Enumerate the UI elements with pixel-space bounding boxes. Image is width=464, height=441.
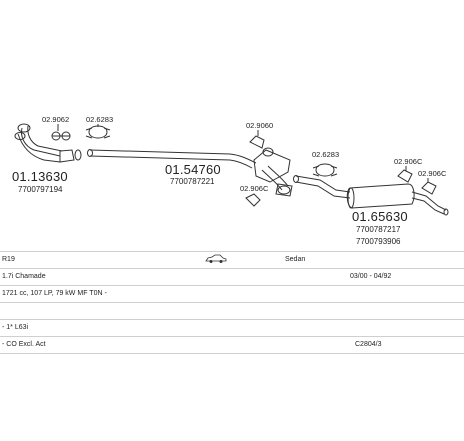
- cell-variant: 1.7i Chamade: [2, 273, 46, 280]
- accessory-label: 02.6283: [86, 115, 114, 124]
- table-row: [0, 303, 464, 320]
- cell-model: R19: [2, 256, 15, 263]
- cell-dates: 03/00 - 04/92: [350, 273, 392, 280]
- vehicle-info-table: R19 Sedan 1.7i Chamade 03/00 - 04/92 172…: [0, 251, 464, 354]
- oe-number: 7700793906: [356, 237, 401, 246]
- part-number: 01.65630: [352, 209, 408, 224]
- accessory-label: 02.906C: [240, 184, 269, 193]
- accessory-label: 02.906C: [394, 157, 423, 166]
- middle-silencer-drawing: [253, 147, 293, 197]
- rubber-02-9060-drawing: [249, 130, 265, 149]
- rubber-02-906c-a-drawing: [245, 193, 261, 207]
- table-row: R19 Sedan: [0, 251, 464, 269]
- rubber-02-906c-c-drawing: [421, 178, 437, 195]
- clamp-02-9062-drawing: [51, 124, 71, 141]
- clamp-02-6283-a-drawing: [85, 124, 111, 139]
- exhaust-drawing: [14, 123, 449, 216]
- exhaust-diagram: 02.9062 02.6283 01.13630 7700797194 02.9…: [12, 115, 449, 246]
- cell-code: C2804/3: [355, 341, 382, 348]
- front-pipe-drawing: [14, 123, 82, 163]
- cell-engine: 1721 cc, 107 LP, 79 kW MF T0N -: [2, 290, 107, 297]
- part-number: 01.54760: [165, 162, 221, 177]
- oe-number: 7700797194: [18, 185, 63, 194]
- table-row: - CO Excl. Act C2804/3: [0, 337, 464, 354]
- accessory-label: 02.9062: [42, 115, 70, 124]
- oe-number: 7700787217: [356, 225, 401, 234]
- accessory-label: 02.906C: [418, 169, 447, 178]
- rear-silencer-drawing: [346, 183, 449, 216]
- rear-pipe-drawing: [293, 175, 351, 199]
- table-row: 1721 cc, 107 LP, 79 kW MF T0N -: [0, 286, 464, 303]
- car-icon: [205, 252, 227, 268]
- rubber-02-906c-b-drawing: [397, 166, 413, 183]
- table-row: 1.7i Chamade 03/00 - 04/92: [0, 269, 464, 286]
- cell-engine-code: - 1* L63i: [2, 324, 29, 331]
- accessory-label: 02.9060: [246, 121, 274, 130]
- part-number: 01.13630: [12, 169, 68, 184]
- oe-number: 7700787221: [170, 177, 215, 186]
- cell-body: Sedan: [285, 256, 306, 263]
- intermediate-pipe-drawing: [87, 149, 257, 169]
- cell-note: - CO Excl. Act: [2, 341, 46, 348]
- table-row: - 1* L63i: [0, 320, 464, 337]
- accessory-label: 02.6283: [312, 150, 340, 159]
- clamp-02-6283-b-drawing: [312, 163, 338, 177]
